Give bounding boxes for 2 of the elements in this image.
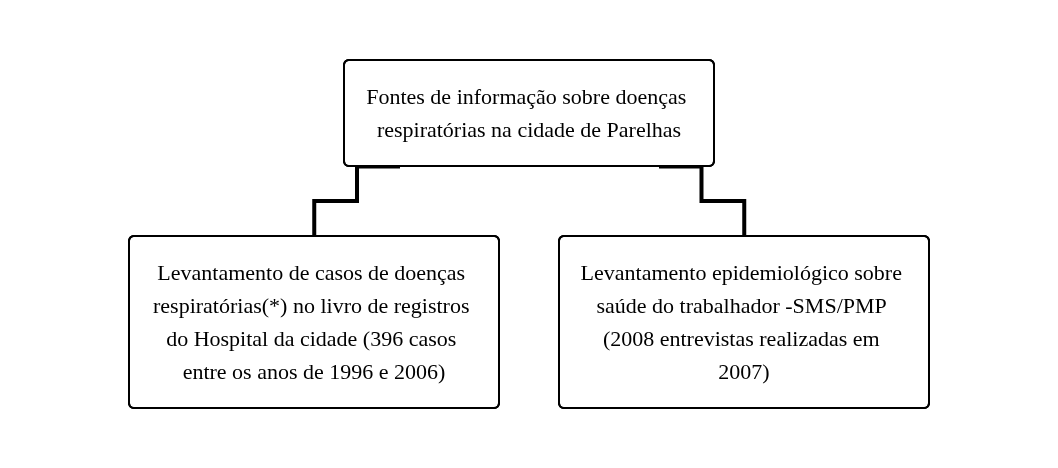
node-text: Levantamento de casos de doenças respiratórias(*) no livro de registros do Hospital da cidade (396 casos entre os anos de 1996 e 2006) [153, 260, 470, 384]
node-text: Levantamento epidemiológico sobre saúde do trabalhador -SMS/PMP (2008 entrevistas realizadas em 2007) [580, 260, 902, 384]
